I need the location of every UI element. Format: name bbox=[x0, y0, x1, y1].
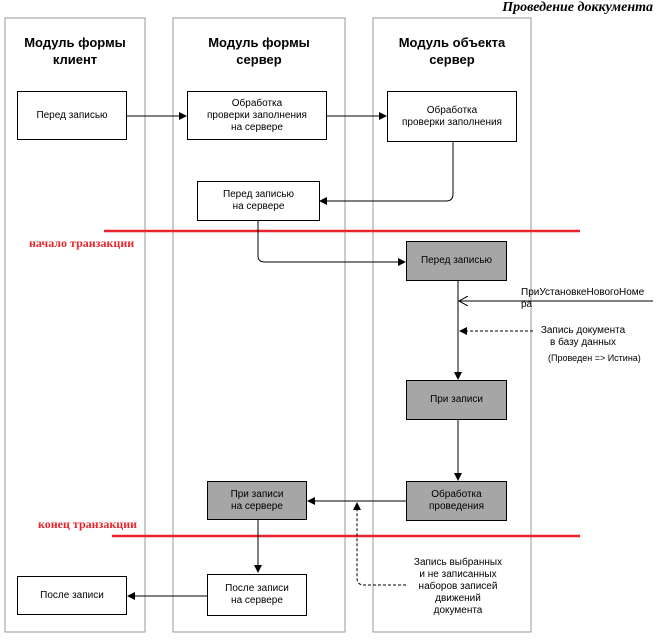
box-client-before-write: Перед записью bbox=[17, 91, 127, 140]
box-form-before-write-server-label: Перед записью на сервере bbox=[222, 189, 295, 212]
page-title: Проведение доккумента bbox=[502, 0, 653, 15]
column-title-object-server-text: Модуль объекта сервер bbox=[398, 35, 506, 67]
box-form-fill-check-label: Обработка проверки заполнения на сервере bbox=[207, 97, 307, 133]
new-number-label: ПриУстановкеНовогоНоме ра bbox=[521, 287, 645, 310]
box-object-on-write-label: При записи bbox=[430, 394, 483, 405]
arrow-before-write-server-to-object-before-write bbox=[257, 221, 406, 266]
lane-client bbox=[4, 17, 146, 633]
column-title-object-server: Модуль объекта сервер bbox=[373, 34, 531, 68]
column-title-client: Модуль формы клиент bbox=[5, 34, 145, 68]
transaction-start-label: начало транзакции bbox=[29, 236, 135, 250]
column-title-form-server: Модуль формы сервер bbox=[173, 34, 345, 68]
box-client-after-write-label: После записи bbox=[40, 589, 104, 601]
column-title-form-server-text: Модуль формы сервер bbox=[208, 35, 310, 67]
column-title-client-text: Модуль формы клиент bbox=[24, 35, 126, 67]
box-object-fill-check-label: Обработка проверки заполнения bbox=[402, 104, 502, 128]
box-form-on-write-server-label: При записи на сервере bbox=[230, 488, 284, 512]
lane-object-server bbox=[372, 17, 532, 633]
box-form-fill-check: Обработка проверки заполнения на сервере bbox=[187, 91, 327, 140]
box-form-after-write-server-label: После записи на сервере bbox=[225, 583, 289, 606]
arrow-records-write bbox=[353, 502, 406, 586]
transaction-end-label: конец транзакции bbox=[38, 517, 138, 531]
records-write-label: Запись выбранных и не записанных наборов… bbox=[413, 557, 503, 616]
box-object-before-write-label: Перед записью bbox=[420, 255, 493, 266]
box-form-on-write-server: При записи на сервере bbox=[207, 481, 307, 520]
box-object-before-write: Перед записью bbox=[406, 241, 507, 281]
box-object-fill-check: Обработка проверки заполнения bbox=[387, 91, 517, 142]
db-write-label: Запись документа в базу данных bbox=[540, 325, 626, 348]
box-client-after-write: После записи bbox=[17, 576, 127, 615]
box-form-before-write-server: Перед записью на сервере bbox=[197, 181, 320, 221]
arrow-object-check-to-before-write-server bbox=[319, 142, 454, 205]
lane-form-server bbox=[172, 17, 346, 633]
box-object-posting: Обработка проведения bbox=[406, 481, 507, 521]
box-object-on-write: При записи bbox=[406, 380, 507, 420]
posted-flag-label: (Проведен => Истина) bbox=[548, 353, 641, 363]
box-object-posting-label: Обработка проведения bbox=[429, 489, 484, 512]
box-client-before-write-label: Перед записью bbox=[36, 109, 108, 121]
box-form-after-write-server: После записи на сервере bbox=[207, 574, 307, 616]
